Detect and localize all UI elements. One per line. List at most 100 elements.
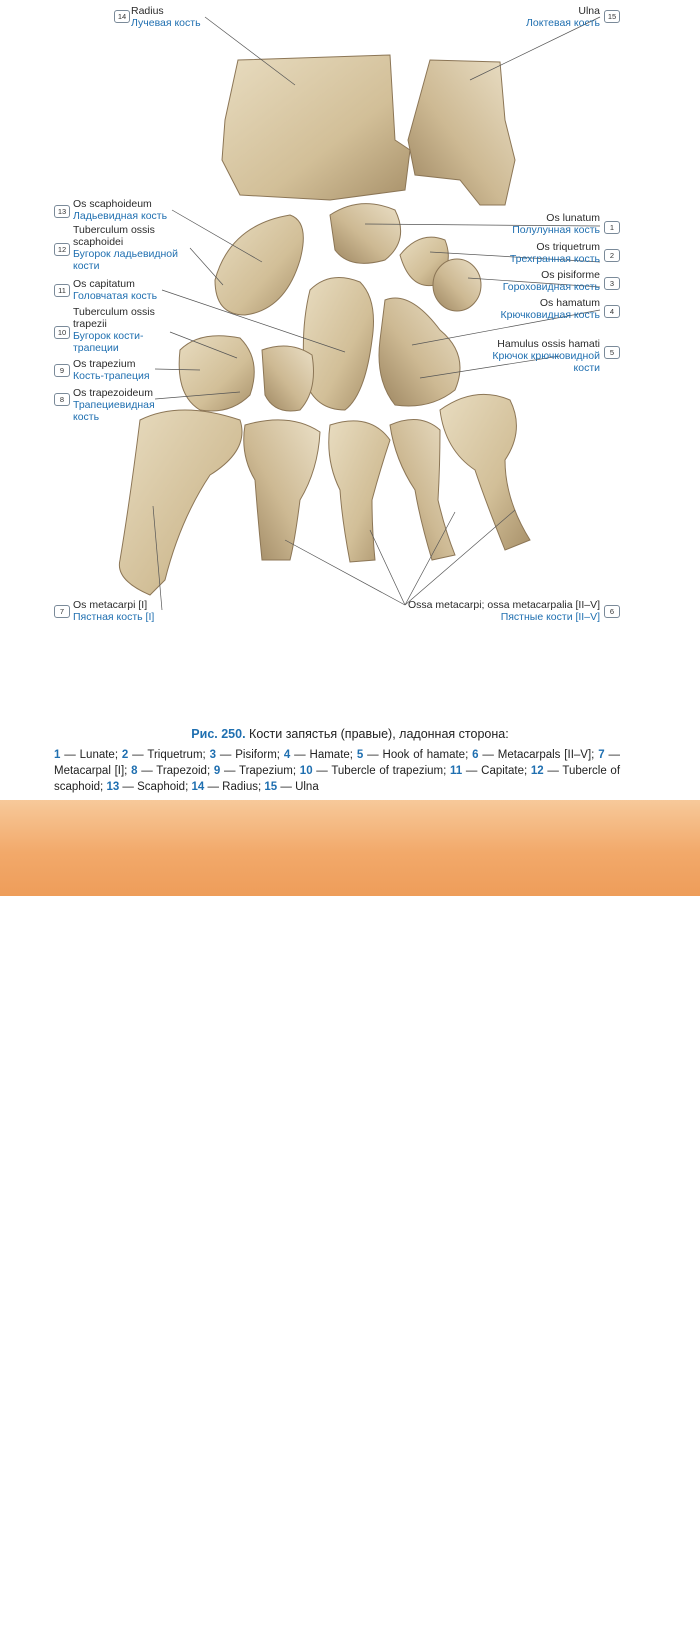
legend-item-text: Trapezoid; <box>156 765 211 777</box>
legend-item: 2 — Triquetrum; <box>121 749 206 761</box>
legend-item-text: Tubercle of scaphoid; <box>54 765 621 793</box>
label-ulna: Ulna Локтевая кость <box>480 5 600 29</box>
legend-item-number: 3 <box>209 749 217 761</box>
scaphoid-bone <box>214 214 304 316</box>
label-radius: Radius Лучевая кость <box>131 5 251 29</box>
figure-legend: 1 — Lunate; 2 — Triquetrum; 3 — Pisiform… <box>54 747 620 795</box>
legend-item-text: Pisiform; <box>235 749 280 761</box>
label-tubercle-trapezium-latin: Tuberculum ossis trapezii <box>73 306 155 330</box>
label-number-1: 1 <box>604 221 620 234</box>
metacarpal-3-bone <box>328 420 391 563</box>
legend-item: 11 — Capitate; <box>450 765 528 777</box>
legend-item-number: 11 <box>450 765 463 777</box>
legend-item-number: 1 <box>54 749 61 761</box>
section-title: КОСТИ ВЕРХНЕЙ КОНЕЧНОСТИ <box>284 1621 515 1637</box>
label-number-6: 6 <box>604 605 620 618</box>
legend-item-number: 8 <box>131 765 138 777</box>
legend-item: 7 — Metacarpal [I]; <box>54 749 621 777</box>
label-number-15: 15 <box>604 10 620 23</box>
label-ulna-latin: Ulna <box>578 5 600 17</box>
legend-item-number: 10 <box>299 765 313 777</box>
legend-item-number: 6 <box>472 749 479 761</box>
legend-item-text: Lunate; <box>79 749 119 761</box>
legend-item-number: 15 <box>264 781 278 793</box>
label-hamate: Os hamatum Крючковидная кость <box>500 297 600 321</box>
label-trapezium-latin: Os trapezium <box>73 358 136 370</box>
label-triquetrum-russian: Трехгранная кость <box>509 253 600 265</box>
label-number-11: 11 <box>54 284 70 297</box>
label-metacarpals-2-5-latin: Ossa metacarpi; ossa metacarpalia [II–V] <box>408 599 600 611</box>
label-metacarpals-2-5-russian: Пястные кости [II–V] <box>500 611 600 623</box>
legend-item-text: Hamate; <box>309 749 353 761</box>
label-number-9: 9 <box>54 364 70 377</box>
legend-item-text: Ulna <box>295 781 319 793</box>
page-footer: КОСТИ ВЕРХНЕЙ КОНЕЧНОСТИ 179 <box>0 800 700 1641</box>
legend-item-number: 13 <box>106 781 120 793</box>
label-radius-latin: Radius <box>131 5 164 17</box>
legend-item-number: 4 <box>283 749 291 761</box>
legend-item-text: Radius; <box>222 781 262 793</box>
legend-item-text: Tubercle of trapezium; <box>331 765 447 777</box>
legend-item: 5 — Hook of hamate; <box>356 749 469 761</box>
label-number-4: 4 <box>604 305 620 318</box>
legend-item-number: 2 <box>121 749 129 761</box>
label-radius-russian: Лучевая кость <box>131 17 201 29</box>
anatomical-figure: 14 Radius Лучевая кость 15 Ulna Локтевая… <box>0 0 700 720</box>
label-tubercle-scaphoid-latin: Tuberculum ossis scaphoidei <box>73 224 155 248</box>
legend-item: 1 — Lunate; <box>54 749 119 761</box>
label-trapezium-russian: Кость-трапеция <box>73 370 150 382</box>
label-number-2: 2 <box>604 249 620 262</box>
label-scaphoid-russian: Ладьевидная кость <box>73 210 168 222</box>
label-tubercle-trapezium-russian: Бугорок кости-трапеции <box>73 330 144 354</box>
label-lunate-latin: Os lunatum <box>546 212 600 224</box>
label-capitate-russian: Головчатая кость <box>73 290 158 302</box>
label-number-13: 13 <box>54 205 70 218</box>
legend-item: 15 — Ulna <box>264 781 319 793</box>
label-lunate-russian: Полулунная кость <box>512 224 600 236</box>
label-number-3: 3 <box>604 277 620 290</box>
legend-item-number: 12 <box>530 765 544 777</box>
figure-caption-text: Кости запястья (правые), ладонная сторон… <box>249 727 509 741</box>
legend-item-number: 9 <box>213 765 221 777</box>
label-tubercle-scaphoid-russian: Бугорок ладьевидной кости <box>73 248 179 272</box>
legend-item-number: 14 <box>191 781 205 793</box>
label-pisiform: Os pisiforme Гороховидная кость <box>470 269 600 293</box>
trapezoid-bone <box>261 345 314 412</box>
label-number-8: 8 <box>54 393 70 406</box>
label-tubercle-trapezium: Tuberculum ossis trapezii Бугорок кости-… <box>73 306 173 354</box>
label-number-14: 14 <box>114 10 130 23</box>
label-triquetrum-latin: Os triquetrum <box>536 241 600 253</box>
label-trapezoid-russian: Трапециевидная кость <box>73 399 155 423</box>
label-number-7: 7 <box>54 605 70 618</box>
legend-item-text: Capitate; <box>481 765 528 777</box>
legend-item: 14 — Radius; <box>191 781 262 793</box>
metacarpal-2-bone <box>243 419 321 561</box>
ulna-bone <box>407 59 516 206</box>
legend-item-text: Trapezium; <box>238 765 297 777</box>
label-number-10: 10 <box>54 326 70 339</box>
legend-item: 13 — Scaphoid; <box>106 781 189 793</box>
label-tubercle-scaphoid: Tuberculum ossis scaphoidei Бугорок ладь… <box>73 224 191 272</box>
pisiform-bone <box>432 258 482 312</box>
legend-item: 3 — Pisiform; <box>209 749 280 761</box>
legend-item-text: Scaphoid; <box>137 781 189 793</box>
legend-item-number: 7 <box>598 749 605 761</box>
label-metacarpal-1: Os metacarpi [I] Пястная кость [I] <box>73 599 193 623</box>
metacarpal-5-bone <box>439 393 531 551</box>
label-hook-hamate-latin: Hamulus ossis hamati <box>497 338 600 350</box>
label-scaphoid: Os scaphoideum Ладьевидная кость <box>73 198 203 222</box>
metacarpal-1-bone <box>118 409 243 596</box>
label-capitate-latin: Os capitatum <box>73 278 135 290</box>
label-number-5: 5 <box>604 346 620 359</box>
wrist-bones-illustration <box>118 16 601 611</box>
label-triquetrum: Os triquetrum Трехгранная кость <box>470 241 600 265</box>
label-metacarpal-1-latin: Os metacarpi [I] <box>73 599 148 611</box>
label-scaphoid-latin: Os scaphoideum <box>73 198 152 210</box>
label-lunate: Os lunatum Полулунная кость <box>470 212 600 236</box>
hamate-bone <box>378 297 461 407</box>
label-ulna-russian: Локтевая кость <box>526 17 600 29</box>
lunate-bone <box>329 203 402 264</box>
label-trapezoid-latin: Os trapezoideum <box>73 387 153 399</box>
legend-item-text: Metacarpals [II–V]; <box>497 749 595 761</box>
label-pisiform-russian: Гороховидная кость <box>502 281 600 293</box>
